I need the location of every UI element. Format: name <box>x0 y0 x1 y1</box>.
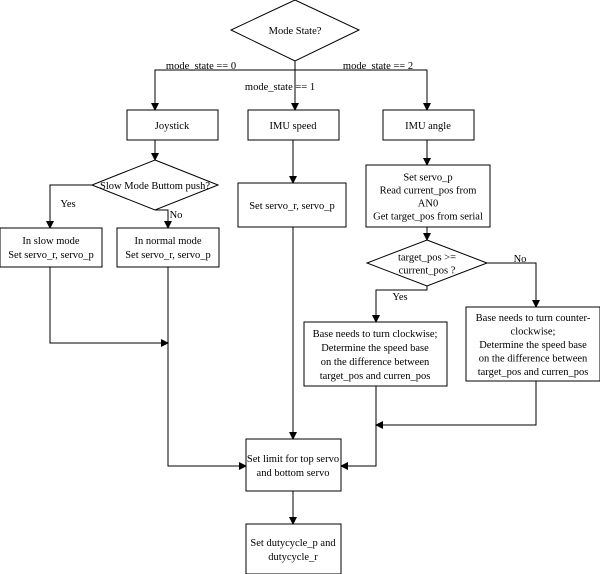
edge-slow-to-merge <box>49 267 169 347</box>
target-pos-decision <box>365 239 489 287</box>
edge-target-q-no <box>487 262 540 308</box>
imu-angle-box <box>382 109 475 141</box>
edge-mode-to-joystick <box>151 61 296 111</box>
label-line: Determine the speed base <box>479 340 587 351</box>
set-dutycycle-box <box>245 523 342 574</box>
label-line: Set servo_p <box>403 173 452 184</box>
label-line: target_pos and curren_pos <box>478 367 589 378</box>
label-line: Set dutycycle_p and <box>250 538 336 549</box>
set-limit-box <box>245 438 342 492</box>
normal-mode-box <box>116 227 220 268</box>
label-line: AN0 <box>418 199 438 210</box>
label-line: Mode State? <box>269 26 322 37</box>
label-line: Base needs to turn counter- <box>476 313 591 324</box>
label-line: on the difference between <box>321 357 430 368</box>
label-line: Read current_pos from <box>380 186 477 197</box>
mode-0-label: mode_state == 0 <box>166 61 236 72</box>
edge-clockwise-to-limit <box>340 386 377 470</box>
node-labels: Mode State? Joystick IMU speed IMU angle… <box>8 26 591 563</box>
edge-target-q-yes <box>372 286 428 323</box>
slow-mode-decision <box>90 159 220 211</box>
mode-1-label: mode_state == 1 <box>245 82 315 93</box>
label-line: Set servo_r, servo_p <box>249 201 335 212</box>
edge-normal-to-limit <box>167 267 247 470</box>
label-line: IMU speed <box>270 121 318 132</box>
clockwise-label: Base needs to turn clockwise; Determine t… <box>313 329 438 382</box>
label-line: Slow Mode Buttom push? <box>100 181 210 192</box>
clockwise-box <box>303 321 448 387</box>
imu-angle-label: IMU angle <box>405 121 451 132</box>
edges <box>46 61 540 525</box>
label-line: target_pos and curren_pos <box>320 371 431 382</box>
label-line: current_pos ? <box>399 266 456 277</box>
label-line: Get target_pos from serial <box>373 212 483 223</box>
slow-mode-question-label: Slow Mode Buttom push? <box>100 181 210 192</box>
mode-state-label: Mode State? <box>269 26 322 37</box>
set-servo-speed-label: Set servo_r, servo_p <box>249 201 335 212</box>
joystick-label: Joystick <box>155 121 190 132</box>
joystick-box <box>126 109 219 141</box>
label-line: In normal mode <box>134 236 201 247</box>
label-line: In slow mode <box>22 236 80 247</box>
set-limit-label: Set limit for top servo and bottom servo <box>247 454 339 479</box>
label-line: dutycycle_r <box>268 552 318 563</box>
slow-mode-box <box>0 227 103 268</box>
label-line: Determine the speed base <box>321 343 429 354</box>
set-dutycycle-label: Set dutycycle_p and dutycycle_r <box>250 538 336 563</box>
target-yes-label: Yes <box>392 292 407 303</box>
target-pos-question-label: target_pos >= current_pos ? <box>398 253 456 277</box>
set-servo-speed-box <box>237 182 347 228</box>
slow-no-label: No <box>170 210 183 221</box>
label-line: and bottom servo <box>257 468 330 479</box>
label-line: IMU angle <box>405 121 451 132</box>
set-servo-angle-box <box>365 164 491 228</box>
counter-clockwise-label: Base needs to turn counter-clockwise; Det… <box>476 313 591 378</box>
edge-counter-to-merge <box>375 381 537 429</box>
counter-clockwise-box <box>465 306 600 382</box>
edge-labels: mode_state == 0 mode_state == 1 mode_sta… <box>60 61 526 303</box>
label-line: Set limit for top servo <box>247 454 339 465</box>
mode-state-decision <box>229 0 361 62</box>
label-line: Set servo_r, servo_p <box>8 250 94 261</box>
target-no-label: No <box>514 254 527 265</box>
label-line: on the difference between <box>479 354 588 365</box>
label-line: Joystick <box>155 121 190 132</box>
imu-speed-label: IMU speed <box>270 121 318 132</box>
label-line: clockwise; <box>511 327 556 338</box>
edge-mode-to-imu-angle <box>295 69 431 111</box>
label-line: Set servo_r, servo_p <box>125 250 211 261</box>
label-line: Base needs to turn clockwise; <box>313 329 438 340</box>
edge-slow-q-yes <box>46 184 92 229</box>
mode-2-label: mode_state == 2 <box>343 61 413 72</box>
edge-slow-q-no <box>155 209 172 229</box>
label-line: target_pos >= <box>398 253 456 264</box>
slow-yes-label: Yes <box>60 199 75 210</box>
imu-speed-box <box>247 109 340 141</box>
